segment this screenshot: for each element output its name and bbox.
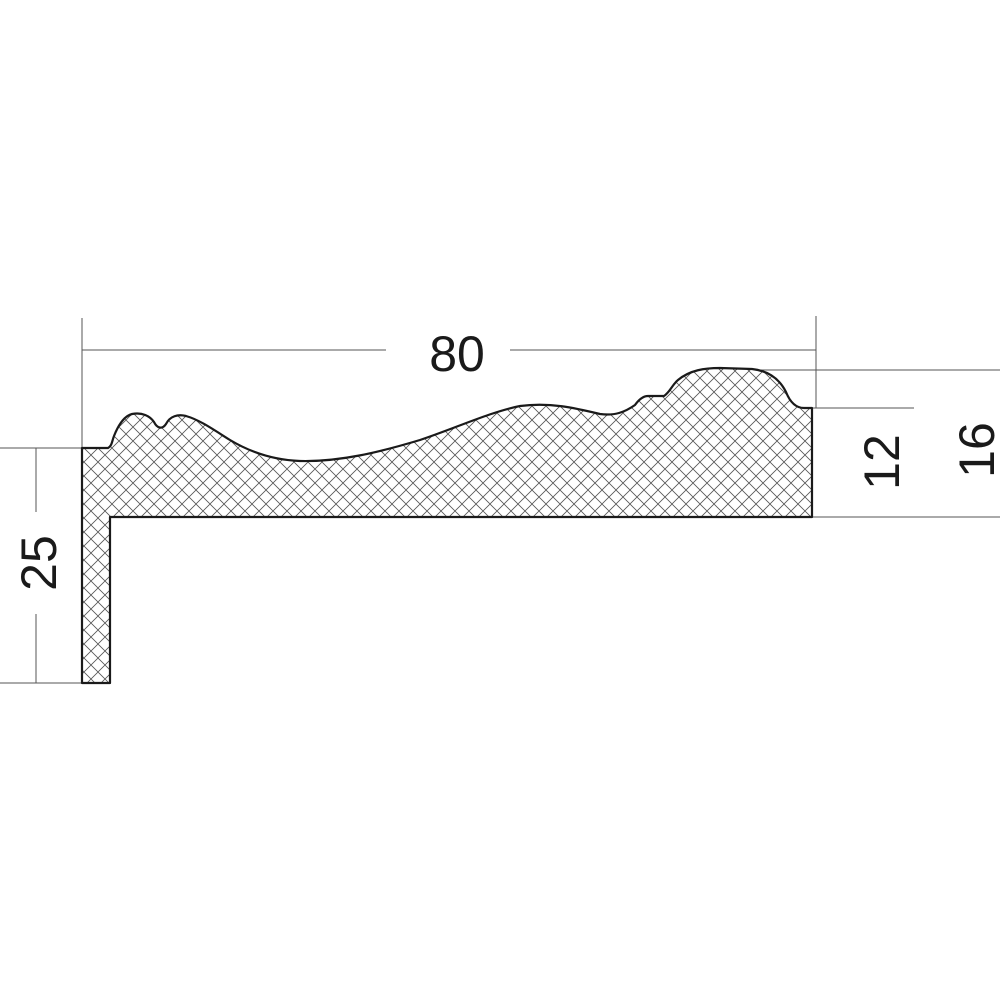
overall-width-label: 80 (429, 326, 485, 382)
inner-height-label: 12 (854, 434, 910, 490)
frame-profile-section (80, 366, 814, 685)
dimension-lines (0, 316, 1000, 684)
leg-height-label: 25 (11, 535, 67, 591)
outer-height-label: 16 (949, 422, 1000, 478)
